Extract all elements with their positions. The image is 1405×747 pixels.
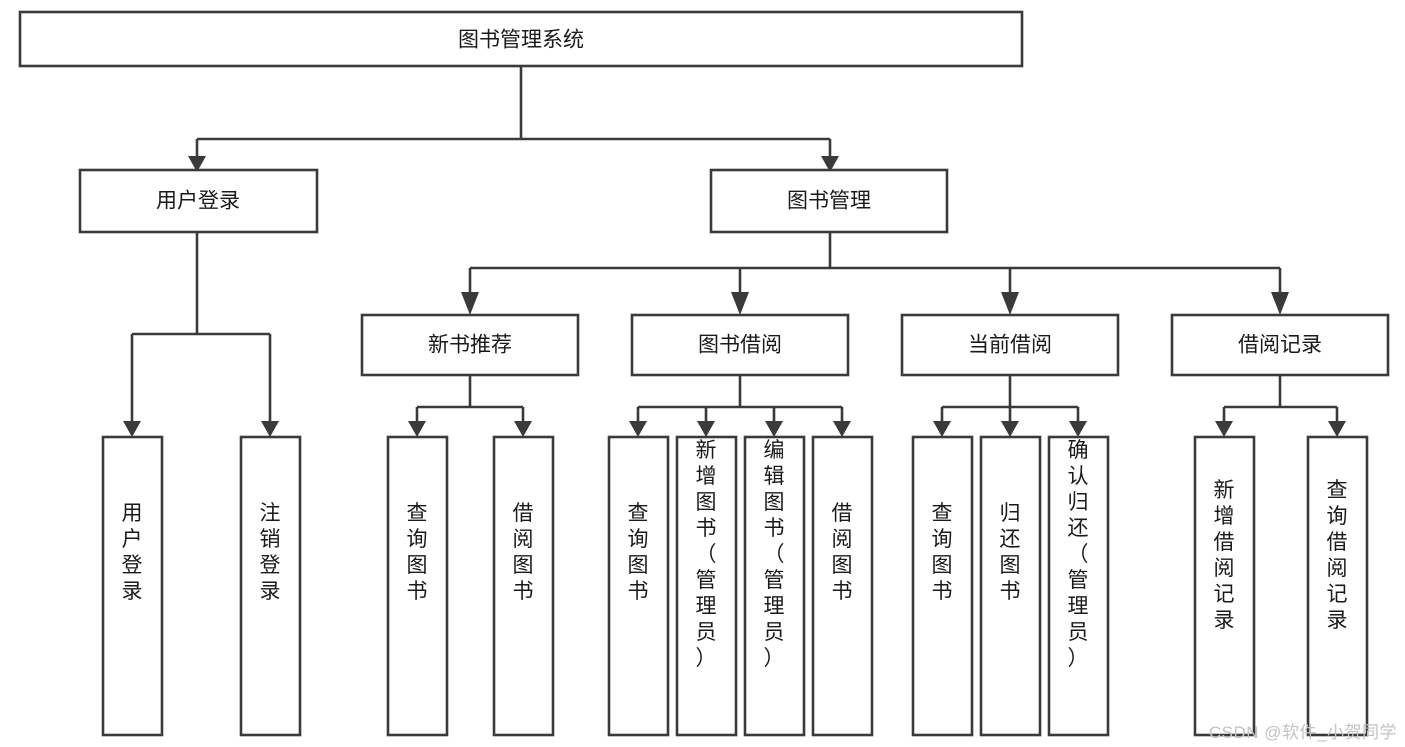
edge-borrow-record-to-leaves — [1222, 375, 1339, 421]
node-current-borrow-box[interactable] — [900, 313, 1120, 377]
node-leaf-query-book-2[interactable]: 查询图书 — [607, 435, 670, 737]
node-current-borrow[interactable]: 当前借阅 — [900, 313, 1120, 377]
node-leaf-borrow-book-1-box[interactable] — [492, 435, 555, 737]
node-leaf-user-login-label: 用户登录 — [122, 502, 143, 603]
node-root[interactable]: 图书管理系统 — [18, 10, 1024, 68]
node-leaf-query-book-1-box[interactable] — [386, 435, 449, 737]
arrow-to-leaf-query-book-2 — [629, 421, 647, 437]
edge-new-book-recommend-to-leaves — [415, 375, 525, 421]
node-leaf-add-record[interactable]: 新增借阅记录 — [1193, 435, 1256, 737]
node-leaf-edit-book-label: 编辑图书（管理员） — [764, 439, 785, 670]
node-leaf-query-book-3[interactable]: 查询图书 — [911, 435, 974, 737]
node-leaf-borrow-book-2[interactable]: 借阅图书 — [811, 435, 874, 737]
node-leaf-query-book-3-box[interactable] — [911, 435, 974, 737]
node-leaf-confirm-return-label: 确认归还（管理员） — [1068, 439, 1089, 670]
arrow-to-new-book-recommend — [461, 292, 479, 315]
arrow-to-book-borrow — [731, 292, 749, 315]
node-leaf-query-book-2-label: 查询图书 — [628, 502, 649, 603]
arrow-to-borrow-record — [1271, 292, 1289, 315]
node-book-borrow-box[interactable] — [630, 313, 850, 377]
arrow-to-leaf-return-book — [1001, 421, 1019, 437]
node-leaf-user-login-box[interactable] — [101, 435, 164, 737]
node-leaf-edit-book[interactable]: 编辑图书（管理员） — [743, 435, 806, 737]
arrow-to-leaf-query-record — [1328, 421, 1346, 437]
edge-current-borrow-to-leaves — [940, 375, 1080, 421]
arrow-to-leaf-edit-book — [765, 421, 783, 437]
node-leaf-query-book-2-box[interactable] — [607, 435, 670, 737]
node-borrow-record[interactable]: 借阅记录 — [1170, 313, 1390, 377]
node-leaf-query-book-1[interactable]: 查询图书 — [386, 435, 449, 737]
node-leaf-add-book-box[interactable] — [675, 435, 738, 737]
node-leaf-logout-login-label: 注销登录 — [260, 502, 281, 603]
node-leaf-query-record-label: 查询借阅记录 — [1327, 479, 1348, 632]
node-new-book-recommend-label: 新书推荐 — [428, 334, 512, 357]
node-leaf-query-record-box[interactable] — [1306, 435, 1369, 737]
arrow-to-leaf-logout-login — [261, 421, 279, 437]
node-user-login[interactable]: 用户登录 — [78, 168, 319, 234]
node-leaf-add-book[interactable]: 新增图书（管理员） — [675, 435, 738, 737]
node-leaf-edit-book-box[interactable] — [743, 435, 806, 737]
node-borrow-record-box[interactable] — [1170, 313, 1390, 377]
node-user-login-box[interactable] — [78, 168, 319, 234]
node-book-management-box[interactable] — [709, 168, 949, 234]
arrow-to-leaf-user-login — [123, 421, 141, 437]
arrow-to-leaf-query-book-1 — [408, 421, 426, 437]
node-new-book-recommend[interactable]: 新书推荐 — [360, 313, 580, 377]
node-leaf-borrow-book-2-box[interactable] — [811, 435, 874, 737]
node-book-borrow-label: 图书借阅 — [698, 334, 782, 357]
node-leaf-query-record[interactable]: 查询借阅记录 — [1306, 435, 1369, 737]
arrow-to-leaf-add-book — [697, 421, 715, 437]
edge-user-login-to-leaves — [130, 232, 272, 421]
node-book-management-label: 图书管理 — [787, 190, 871, 213]
arrow-to-leaf-add-record — [1215, 421, 1233, 437]
edge-layer — [123, 66, 1346, 437]
arrow-to-book-management — [821, 156, 839, 172]
node-leaf-user-login[interactable]: 用户登录 — [101, 435, 164, 737]
node-leaf-query-book-3-label: 查询图书 — [932, 502, 953, 603]
node-leaf-logout-login[interactable]: 注销登录 — [239, 435, 302, 737]
node-leaf-add-record-box[interactable] — [1193, 435, 1256, 737]
arrow-to-current-borrow — [1001, 292, 1019, 315]
node-leaf-borrow-book-1[interactable]: 借阅图书 — [492, 435, 555, 737]
node-book-borrow[interactable]: 图书借阅 — [630, 313, 850, 377]
node-root-label: 图书管理系统 — [458, 29, 584, 52]
node-book-management[interactable]: 图书管理 — [709, 168, 949, 234]
arrow-to-leaf-confirm-return — [1069, 421, 1087, 437]
node-leaf-return-book-label: 归还图书 — [1000, 502, 1021, 603]
node-root-box[interactable] — [18, 10, 1024, 68]
edge-book-borrow-to-leaves — [636, 375, 844, 421]
node-leaf-return-book[interactable]: 归还图书 — [979, 435, 1042, 737]
node-leaf-confirm-return[interactable]: 确认归还（管理员） — [1047, 435, 1110, 737]
arrow-to-user-login — [188, 156, 206, 172]
node-leaf-add-book-label: 新增图书（管理员） — [696, 439, 717, 670]
node-leaf-confirm-return-box[interactable] — [1047, 435, 1110, 737]
node-leaf-return-book-box[interactable] — [979, 435, 1042, 737]
node-user-login-label: 用户登录 — [156, 190, 240, 213]
node-leaf-borrow-book-2-label: 借阅图书 — [832, 502, 853, 603]
edge-root-to-level2 — [195, 66, 832, 156]
arrow-to-leaf-borrow-book-2 — [833, 421, 851, 437]
node-leaf-borrow-book-1-label: 借阅图书 — [513, 502, 534, 603]
arrow-to-leaf-borrow-book-1 — [514, 421, 532, 437]
node-borrow-record-label: 借阅记录 — [1238, 334, 1322, 357]
arrow-to-leaf-query-book-3 — [933, 421, 951, 437]
edge-book-management-to-level3 — [468, 232, 1282, 292]
node-leaf-query-book-1-label: 查询图书 — [407, 502, 428, 603]
node-new-book-recommend-box[interactable] — [360, 313, 580, 377]
node-current-borrow-label: 当前借阅 — [968, 334, 1052, 357]
node-leaf-logout-login-box[interactable] — [239, 435, 302, 737]
node-leaf-add-record-label: 新增借阅记录 — [1214, 479, 1235, 632]
